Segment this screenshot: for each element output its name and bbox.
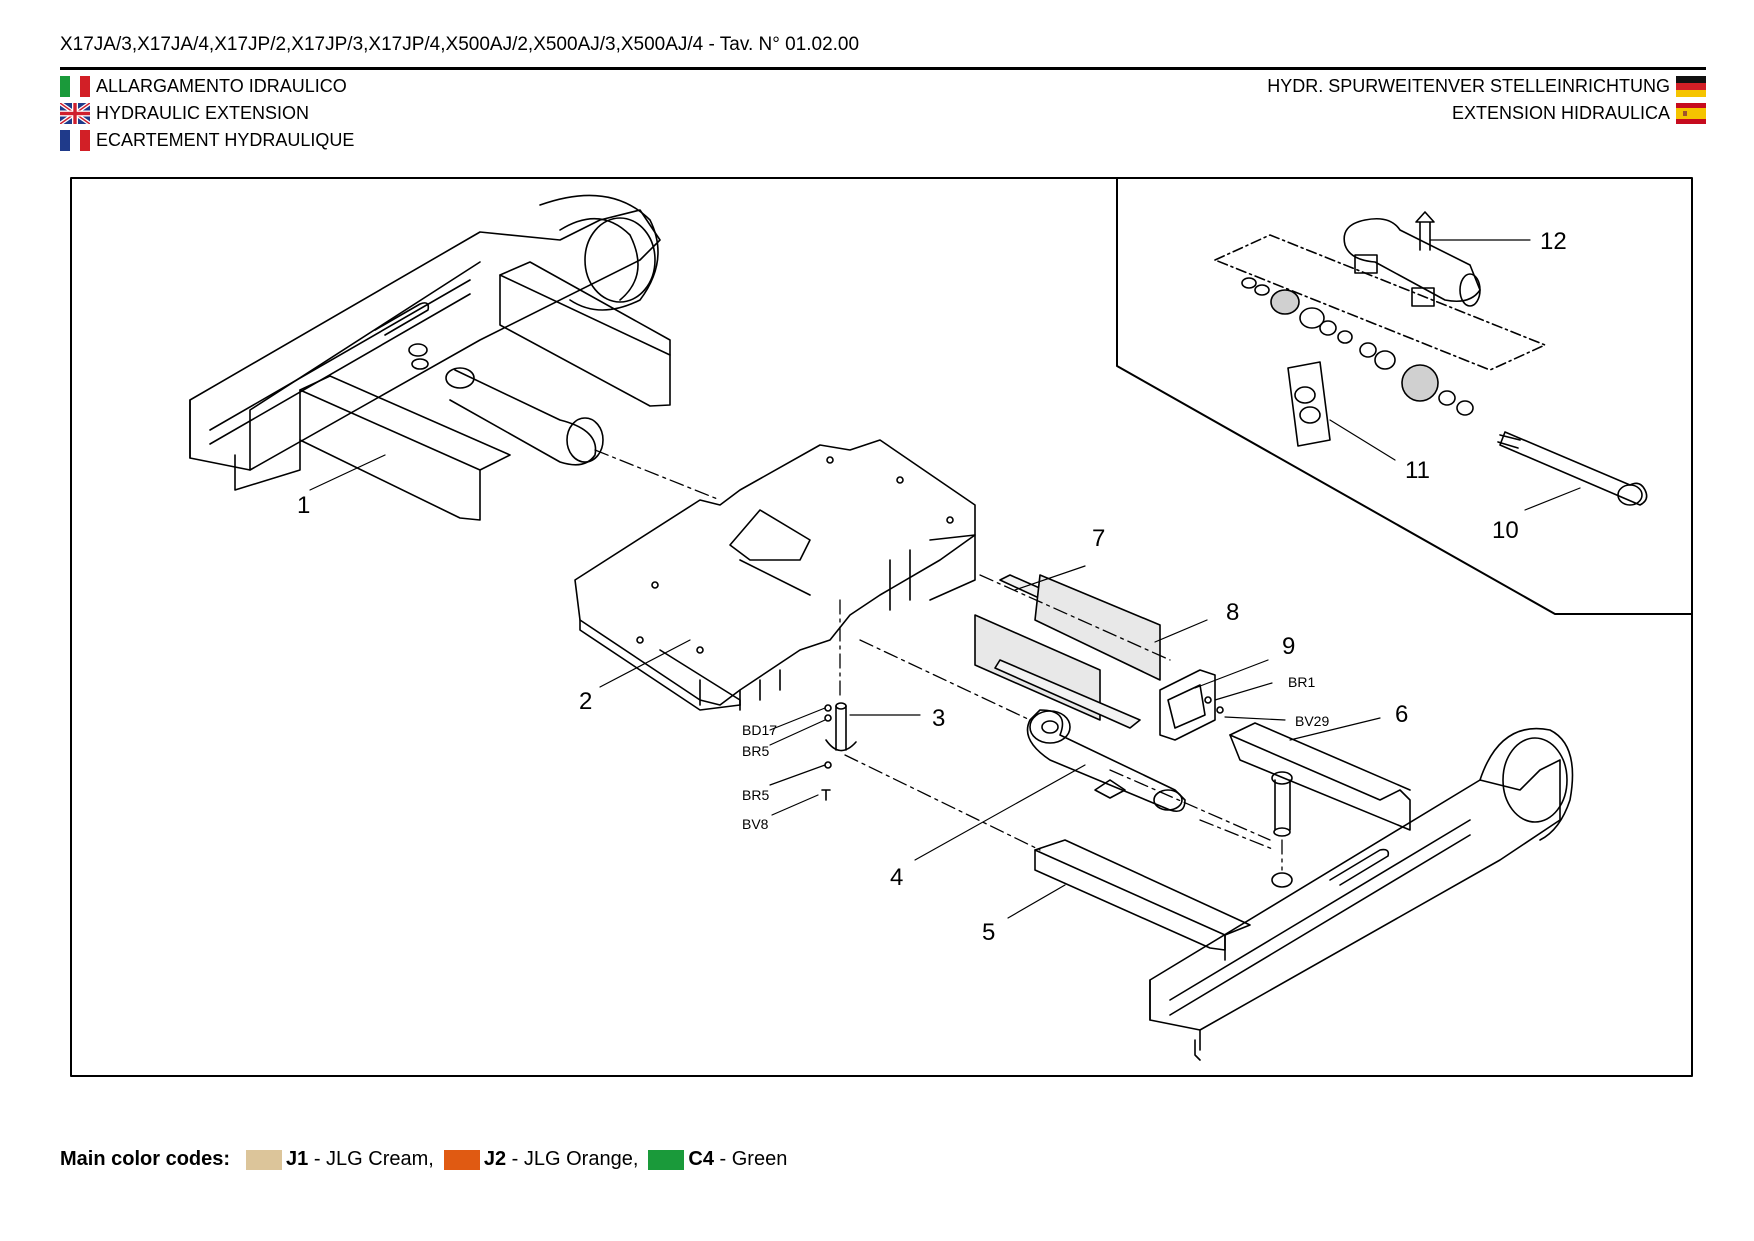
- j1-code: J1: [286, 1148, 309, 1170]
- lang-line-en: HYDRAULIC EXTENSION: [60, 103, 309, 124]
- part-3-pin: [821, 702, 857, 801]
- callout-2: 2: [579, 688, 592, 715]
- callout-bv29: BV29: [1295, 713, 1329, 729]
- callout-br1: BR1: [1288, 674, 1315, 690]
- germany-flag-icon: [1676, 76, 1706, 97]
- callout-4: 4: [890, 864, 903, 891]
- callout-6: 6: [1395, 701, 1408, 728]
- color-codes-legend: Main color codes: J1 - JLG Cream, J2 - J…: [60, 1148, 797, 1171]
- title-french: ECARTEMENT HYDRAULIQUE: [96, 130, 355, 150]
- callout-1: 1: [297, 492, 310, 519]
- part-1-left-beam: [189, 194, 671, 521]
- callout-br5-lower: BR5: [742, 787, 769, 803]
- title-spanish: EXTENSION HIDRAULICA: [1451, 103, 1670, 123]
- callout-10: 10: [1492, 517, 1519, 544]
- color-codes-heading: Main color codes:: [60, 1148, 231, 1170]
- callout-8: 8: [1226, 599, 1239, 626]
- title-english: HYDRAULIC EXTENSION: [96, 103, 310, 123]
- spain-flag-icon: [1676, 103, 1706, 124]
- assembly-centre-lines: [594, 449, 1283, 871]
- callout-bv8: BV8: [742, 816, 769, 832]
- title-italian: ALLARGAMENTO IDRAULICO: [96, 76, 347, 96]
- part-6-pin: [1271, 771, 1293, 888]
- callout-5: 5: [982, 919, 995, 946]
- inset-cylinder-parts: [1214, 211, 1648, 506]
- callout-7: 7: [1092, 525, 1105, 552]
- j1-text: - JLG Cream,: [308, 1148, 434, 1170]
- callout-11: 11: [1405, 457, 1430, 484]
- color-code-c4: C4 - Green: [648, 1148, 787, 1171]
- callout-9: 9: [1282, 633, 1295, 660]
- part-4-cylinder: [1026, 709, 1186, 813]
- inset-frame: [1116, 177, 1693, 615]
- callout-br5-upper: BR5: [742, 743, 769, 759]
- color-code-j1: J1 - JLG Cream,: [246, 1148, 434, 1171]
- callout-3: 3: [932, 705, 945, 732]
- callout-12: 12: [1540, 228, 1567, 255]
- title-german: HYDR. SPURWEITENVER STELLEINRICHTUNG: [1267, 76, 1670, 96]
- callout-bd17: BD17: [742, 722, 777, 738]
- c4-text: - Green: [713, 1148, 788, 1170]
- part-2-chassis-plate: [574, 439, 976, 711]
- j2-swatch: [443, 1149, 480, 1170]
- drawing-frame: [70, 177, 1693, 1077]
- document-title: X17JA/3,X17JA/4,X17JP/2,X17JP/3,X17JP/4,…: [60, 34, 860, 55]
- j2-code: J2: [483, 1148, 507, 1170]
- lang-line-de: HYDR. SPURWEITENVER STELLEINRICHTUNG: [1267, 76, 1706, 97]
- header-divider: [60, 67, 1706, 70]
- part-7-8-slide-pads: [974, 574, 1161, 729]
- c4-swatch: [648, 1149, 685, 1170]
- lang-line-es: EXTENSION HIDRAULICA: [1452, 103, 1706, 124]
- c4-code: C4: [688, 1148, 714, 1170]
- j2-text: - JLG Orange,: [506, 1148, 639, 1170]
- right-beam-assembly: [1149, 722, 1574, 1061]
- j1-swatch: [246, 1149, 283, 1170]
- color-code-j2: J2 - JLG Orange,: [443, 1148, 639, 1171]
- italy-flag-icon: [60, 76, 90, 97]
- france-flag-icon: [60, 130, 90, 151]
- lang-line-it: ALLARGAMENTO IDRAULICO: [60, 76, 347, 97]
- part-9-plate: [1159, 669, 1224, 741]
- leader-lines: [309, 239, 1581, 919]
- lang-line-fr: ECARTEMENT HYDRAULIQUE: [60, 130, 354, 151]
- part-5-beam: [1034, 839, 1251, 961]
- uk-flag-icon: [60, 103, 90, 124]
